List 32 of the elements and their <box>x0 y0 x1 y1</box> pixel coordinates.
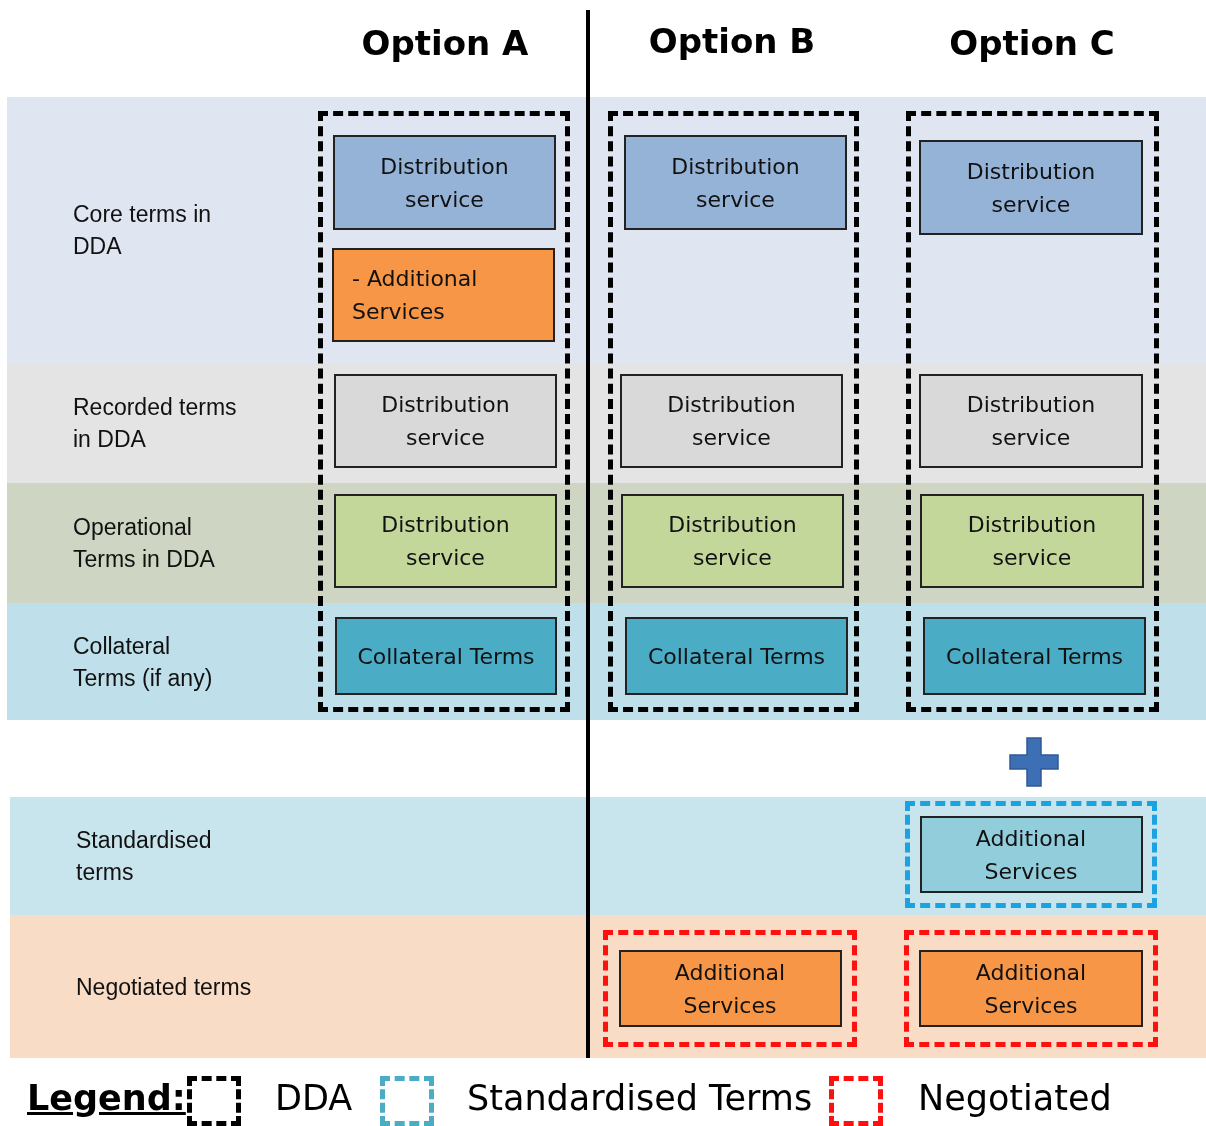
row-label: Collateral Terms (if any) <box>73 631 214 693</box>
term-box: Additional Services <box>618 950 842 1027</box>
term-box: Collateral Terms <box>625 617 848 695</box>
column-header: Option C <box>948 23 1116 63</box>
term-box: Distribution service <box>919 140 1143 235</box>
legend-label: Standardised Terms <box>467 1078 813 1118</box>
legend-title: Legend: <box>27 1078 186 1118</box>
term-box: Collateral Terms <box>923 617 1146 695</box>
term-box: Distribution service <box>333 135 556 230</box>
term-box: Collateral Terms <box>335 617 557 695</box>
column-header: Option B <box>647 21 817 61</box>
term-box: Distribution service <box>334 374 557 468</box>
term-box: Distribution service <box>334 494 557 588</box>
legend-label: DDA <box>275 1078 353 1118</box>
term-box: Additional Services <box>919 950 1143 1027</box>
term-box: Distribution service <box>621 494 844 588</box>
dashed-group-box <box>603 930 857 1047</box>
column-header: Option A <box>360 23 530 63</box>
row-label: Negotiated terms <box>76 972 253 1002</box>
dashed-group-box <box>904 930 1158 1047</box>
row-label: Core terms in DDA <box>73 200 213 261</box>
term-box: - Additional Services <box>332 248 555 342</box>
dashed-group-box <box>905 801 1157 908</box>
term-box: Distribution service <box>620 374 843 468</box>
row-label: Recorded terms in DDA <box>73 393 238 454</box>
term-box: Distribution service <box>919 374 1143 468</box>
term-box: Additional Services <box>919 816 1143 893</box>
term-box: Distribution service <box>624 135 847 230</box>
row-label: Standardised terms <box>76 826 213 887</box>
row-label: Operational Terms in DDA <box>73 513 216 574</box>
legend-label: Negotiated <box>918 1078 1112 1118</box>
term-box: Distribution service <box>920 494 1144 588</box>
